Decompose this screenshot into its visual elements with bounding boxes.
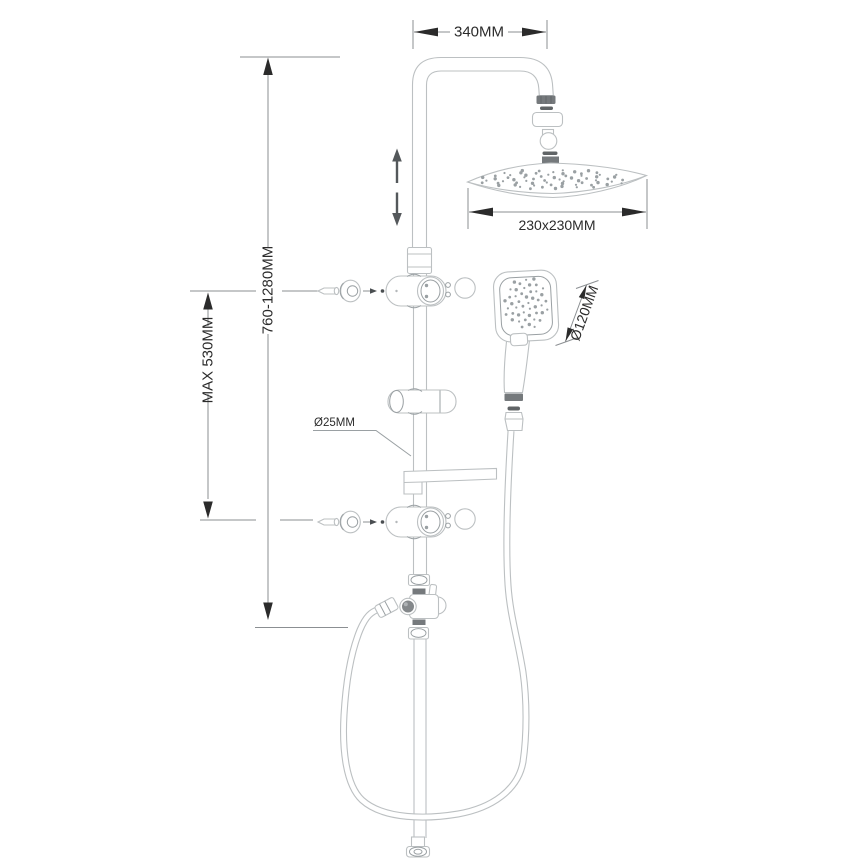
- bracket-cap: [454, 277, 476, 299]
- ball-joint: [539, 132, 558, 150]
- arrow-right: [622, 207, 646, 217]
- anchor-bore: [346, 285, 359, 297]
- face-hole-top: [424, 283, 429, 288]
- dimension-handshower-diameter: Ø120MM: [555, 280, 602, 346]
- arrow-down-icon: [392, 213, 402, 226]
- lower-bracket-assembly: [317, 504, 476, 540]
- dim-label-handshower-diameter: Ø120MM: [567, 283, 602, 343]
- bottom-nut-ring: [410, 628, 427, 638]
- head-rim: [467, 175, 647, 199]
- fitting-ring: [409, 846, 427, 857]
- overhead-shower-head: [465, 162, 649, 199]
- hose-inner: [341, 430, 529, 820]
- soap-dish: [403, 467, 498, 495]
- tick-lines: [555, 280, 599, 346]
- arrow-right: [522, 27, 546, 37]
- arrow-up: [263, 57, 273, 75]
- dimension-head-size: 230x230MM: [467, 179, 648, 233]
- washer-top: [540, 106, 553, 110]
- cap-screw-top: [445, 282, 451, 288]
- top-nut-ring: [410, 575, 428, 585]
- assembly-arrow: [370, 288, 377, 294]
- head-connector-stack: [531, 95, 564, 164]
- handle: [503, 339, 531, 394]
- coupling-lines: [407, 253, 432, 268]
- mount-block: [531, 111, 564, 128]
- dim-label-head-size: 230x230MM: [518, 217, 595, 233]
- shower-hose: [340, 430, 530, 821]
- extension-lines: [412, 20, 548, 49]
- fitting-collar: [410, 836, 426, 848]
- top-nut: [407, 573, 431, 587]
- dimension-column-height: 760-1280MM: [240, 56, 348, 628]
- coupling-body: [406, 246, 433, 275]
- dish-edge: [403, 481, 423, 484]
- bracket-clamp: [406, 273, 422, 309]
- knurl-lines: [540, 96, 552, 104]
- hose-nut: [374, 597, 399, 618]
- holder-body: [387, 389, 457, 414]
- hose-nut-lines: [379, 600, 392, 616]
- arrow-upper: [578, 285, 587, 300]
- pin-dot: [380, 289, 385, 293]
- extension-lines: [467, 179, 648, 229]
- face-hole-bottom: [424, 294, 429, 299]
- inlet-port: [402, 600, 414, 613]
- arrow-left: [469, 207, 493, 217]
- holder-cap: [389, 390, 404, 413]
- bottom-inlet-fitting: [405, 836, 431, 858]
- pipe-coupling: [406, 246, 433, 275]
- dim-label-bracket-span: MAX 530MM: [200, 317, 217, 404]
- holder-clamp: [407, 388, 441, 415]
- cap-screw-bottom: [445, 291, 451, 298]
- riser-pipe-lower: [413, 639, 427, 838]
- body-dimple: [395, 289, 398, 293]
- bracket-face: [416, 276, 445, 306]
- dimension-bracket-span: MAX 530MM: [190, 290, 318, 521]
- hatched-coupler: [542, 156, 559, 164]
- upper-band: [412, 588, 426, 594]
- screw: [316, 287, 336, 295]
- fitting-bore: [413, 848, 423, 855]
- screw-head: [333, 286, 340, 296]
- dimension-arm-reach: 340MM: [412, 20, 548, 49]
- washer-bottom: [542, 151, 558, 155]
- diverter-valve: [399, 573, 447, 640]
- arrow-lower: [565, 327, 574, 342]
- dim-label-arm-reach: 340MM: [454, 24, 504, 41]
- bracket-face-inner: [420, 279, 441, 303]
- arrow-up-icon: [392, 148, 402, 162]
- pipe-diameter-callout: Ø25MM: [313, 417, 412, 457]
- wall-anchor: [340, 279, 361, 303]
- hose-outer: [340, 430, 530, 821]
- handle-connector: [504, 411, 524, 432]
- handshower-nozzles: [503, 277, 549, 329]
- height-adjust-arrows: [392, 148, 402, 226]
- hose-nut-body: [374, 597, 399, 618]
- arrow-up: [203, 292, 213, 310]
- arrow-down: [203, 501, 213, 519]
- anchor-cap: [339, 282, 344, 300]
- arrow-down: [263, 602, 273, 620]
- arrow-down-shaft: [395, 192, 399, 214]
- dish-tray: [403, 467, 498, 495]
- dim-label-pipe-diameter: Ø25MM: [314, 417, 355, 429]
- handshower-holder: [387, 388, 457, 415]
- head-nozzles: [480, 168, 624, 191]
- hand-shower: [492, 269, 560, 432]
- handle-tip-band: [504, 393, 523, 401]
- upper-bracket-assembly: [316, 273, 476, 309]
- lower-band: [412, 619, 426, 625]
- inlet-highlight: [403, 602, 408, 607]
- fitting-nut: [405, 845, 431, 858]
- mode-button: [509, 332, 529, 347]
- leader-line: [313, 430, 412, 457]
- arrow-left: [414, 27, 438, 37]
- arrow-up-shaft: [395, 160, 399, 183]
- dim-label-column-height: 760-1280MM: [260, 246, 277, 334]
- handle-washer: [507, 406, 520, 411]
